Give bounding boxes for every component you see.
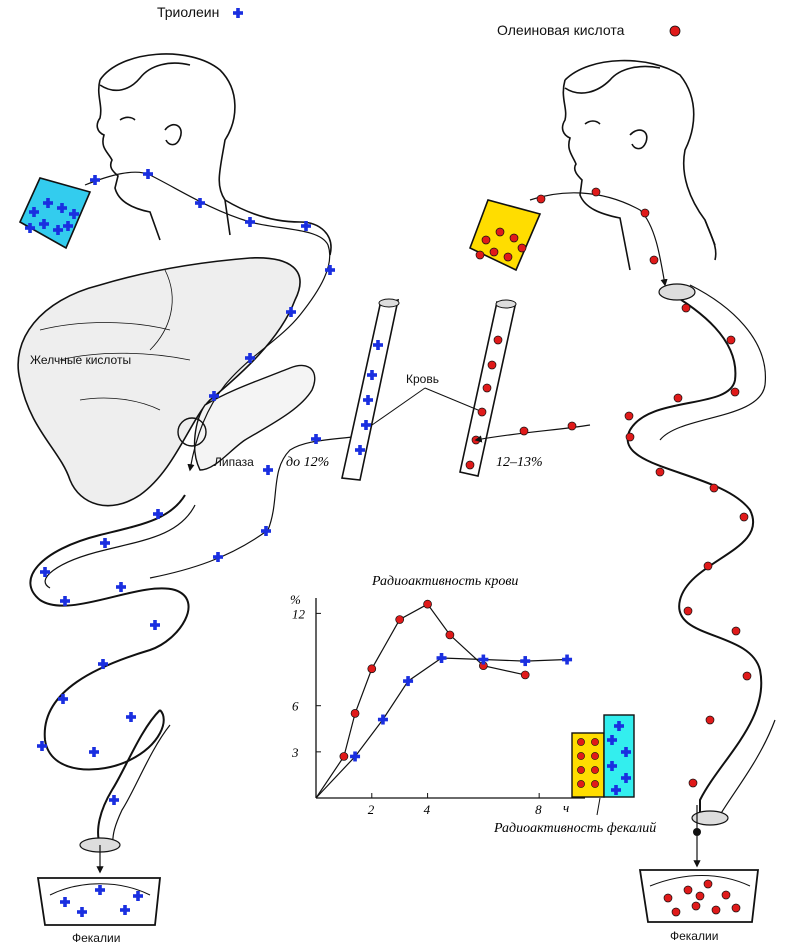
chart-ticks: 2 4 8 3 6 12 — [291, 606, 542, 817]
feces-right-label: Фекалии — [670, 929, 718, 943]
chart-point — [445, 630, 455, 640]
triolein-marker-icon — [233, 8, 243, 18]
chart-series-line-1 — [315, 603, 526, 799]
triolein-path — [37, 169, 362, 874]
chart-point — [377, 714, 388, 725]
legend-oleic-label: Олеиновая кислота — [497, 22, 625, 38]
oleic-path — [474, 192, 701, 868]
blood-vessel-left — [341, 298, 400, 481]
chart-point — [367, 664, 377, 674]
chart-point — [562, 654, 573, 665]
right-glass — [468, 199, 542, 272]
chart-y-tick-label: 6 — [292, 699, 299, 714]
left-intestine — [29, 494, 190, 846]
left-glass — [18, 177, 92, 250]
chart-point — [520, 670, 530, 680]
feces-box-left — [36, 877, 162, 926]
right-blood-pct-label: 12–13% — [496, 455, 543, 470]
left-head-illustration — [96, 53, 332, 256]
chart-x-tick-label: 2 — [368, 802, 375, 817]
chart-point — [350, 709, 360, 718]
chart-y-axis-label: % — [290, 592, 301, 607]
chart-series-line-2 — [315, 657, 568, 799]
oleic-feces-bar — [571, 732, 605, 798]
chart-x-axis-label: ч — [563, 800, 569, 815]
blood-vessel-right — [459, 299, 517, 477]
lipase-label: Липаза — [214, 455, 254, 469]
chart-y-tick-label: 12 — [292, 606, 306, 621]
blood-label: Кровь — [406, 372, 439, 386]
chart-point — [395, 615, 405, 624]
left-intestine-outer — [44, 504, 196, 853]
chart-point — [403, 676, 414, 687]
chart-point — [423, 599, 432, 609]
chart-x-tick-label: 4 — [424, 802, 431, 817]
pancreas-illustration — [177, 364, 316, 471]
feces-radioactivity-label: Радиоактивность фекалий — [493, 821, 656, 836]
chart-series — [315, 599, 573, 799]
right-head-illustration — [561, 59, 717, 271]
blood-pointer-lines — [371, 387, 479, 426]
bile-acids-label: Желчные кислоты — [30, 353, 131, 367]
left-blood-pct-label: до 12% — [286, 455, 329, 470]
right-intestine — [626, 289, 763, 820]
chart-title: Радиоактивность крови — [371, 574, 518, 589]
chart-y-tick-label: 3 — [291, 745, 299, 760]
legend-triolein: Триолеин — [157, 4, 243, 20]
chart-point — [520, 656, 531, 667]
feces-radioactivity-bars — [571, 714, 635, 816]
chart-point — [436, 653, 447, 663]
blood-radioactivity-chart: Радиоактивность крови % ч 2 4 8 3 6 12 — [290, 574, 585, 817]
liver-illustration — [17, 257, 301, 507]
oleic-dots — [519, 187, 752, 788]
right-intestine-outer — [658, 283, 776, 826]
chart-point — [339, 752, 349, 761]
chart-x-tick-label: 8 — [535, 802, 542, 817]
feces-box-right — [638, 869, 760, 923]
legend-triolein-label: Триолеин — [157, 4, 219, 20]
feces-left-label: Фекалии — [72, 931, 120, 945]
legend-oleic: Олеиновая кислота — [497, 22, 681, 38]
oleic-marker-icon — [669, 25, 681, 37]
